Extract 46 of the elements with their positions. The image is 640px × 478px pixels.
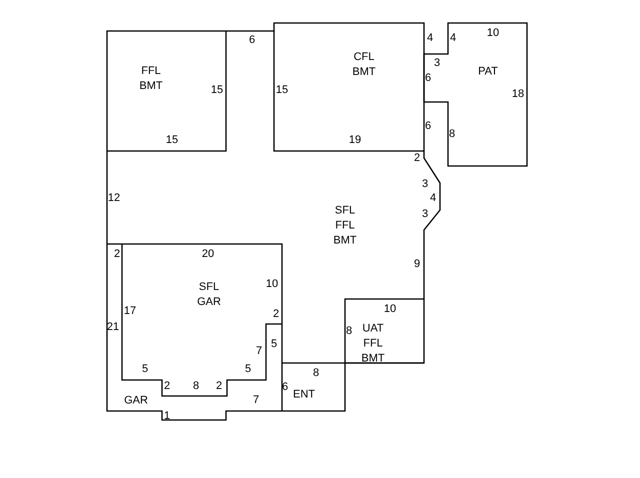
dimension-label: 15 (210, 84, 224, 96)
dimension-label: 18 (512, 88, 524, 100)
dimension-label: 2 (114, 248, 120, 260)
dimension-label: 3 (422, 208, 428, 220)
dimension-label: 8 (192, 380, 200, 392)
room-code: CFL BMT (352, 50, 376, 80)
dimension-label: 15 (166, 134, 178, 146)
dimension-label: 5 (244, 363, 252, 375)
room-code: UAT FFL BMT (361, 322, 385, 366)
dimension-label: 2 (164, 380, 170, 392)
dimension-label: 20 (202, 248, 214, 260)
room-code: SFL GAR (197, 280, 221, 310)
dimension-label: 10 (384, 303, 396, 315)
dimension-label: 6 (282, 381, 288, 393)
room-code: SFL FFL BMT (333, 204, 357, 248)
dimension-label: 2 (216, 380, 222, 392)
dimension-label: 2 (272, 308, 280, 320)
dimension-label: 19 (348, 134, 362, 146)
dimension-label: 10 (486, 27, 500, 39)
dimension-label: 9 (414, 258, 420, 270)
room-code: PAT (478, 64, 498, 80)
dimension-label: 5 (142, 363, 148, 375)
dimension-label: 15 (276, 84, 288, 96)
dimension-label: 4 (430, 192, 436, 204)
dimension-label: 6 (424, 72, 432, 84)
dimension-label: 7 (256, 345, 262, 357)
dimension-label: 10 (266, 278, 278, 290)
dimension-label: 7 (252, 394, 260, 406)
dimension-label: 6 (248, 34, 256, 46)
room-code: ENT (293, 388, 315, 402)
dimension-label: 17 (124, 305, 136, 317)
dimension-label: 1 (164, 410, 170, 422)
dimension-label: 21 (106, 321, 120, 333)
dimension-label: 3 (434, 57, 440, 69)
dimension-label: 8 (346, 325, 352, 337)
dimension-label: 12 (108, 192, 120, 204)
dimension-label: 3 (422, 178, 428, 190)
dimension-label: 8 (448, 128, 456, 140)
dimension-label: 8 (312, 367, 320, 379)
room-code: FFL BMT (139, 64, 163, 94)
dimension-label: 6 (424, 120, 432, 132)
dimension-label: 2 (414, 152, 420, 164)
dimension-label: 5 (270, 338, 278, 350)
dimension-label: 4 (450, 32, 456, 44)
dimension-label: 4 (426, 32, 434, 44)
room-code: GAR (124, 394, 148, 408)
